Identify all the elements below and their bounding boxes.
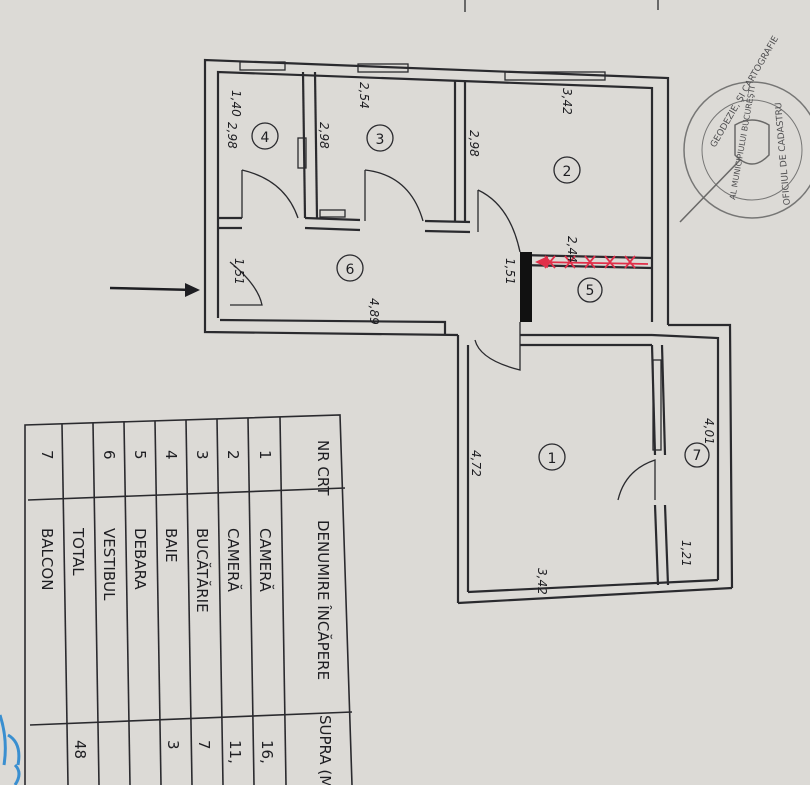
room-number-5: 5 xyxy=(586,283,595,299)
row2-area: 11, xyxy=(226,740,244,764)
stamp-signature-icon xyxy=(679,159,741,223)
dim-room1-height: 4,72 xyxy=(469,450,483,477)
entrance-arrow xyxy=(109,283,200,297)
room-number-7: 7 xyxy=(693,448,702,464)
blue-handwriting-mark xyxy=(0,714,21,785)
plan-dimensions: 1,40 2,98 2,54 2,98 3,42 2,98 2,44 1,51 … xyxy=(225,82,716,595)
plan-doors xyxy=(229,169,656,501)
row4-nr: 4 xyxy=(162,450,180,460)
row1-area: 16, xyxy=(258,740,276,764)
row6-nr: 6 xyxy=(100,450,118,460)
row7-name: TOTAL xyxy=(69,527,87,576)
room-number-4: 4 xyxy=(261,130,270,146)
dim-room6-height: 1,51 xyxy=(232,258,246,285)
row4-name: BAIE xyxy=(162,528,180,562)
coat-of-arms-icon xyxy=(734,119,770,165)
row8-name: BALCON xyxy=(38,528,56,590)
dim-room2-height: 2,98 xyxy=(467,130,481,157)
dim-room5-height: 1,51 xyxy=(503,258,517,285)
room-labels: 4 3 2 5 6 1 7 xyxy=(251,122,710,471)
row2-nr: 2 xyxy=(224,450,242,460)
dim-room3-height: 2,98 xyxy=(317,122,331,149)
header-denumire: DENUMIRE ÎNCĂPERE xyxy=(314,520,333,680)
room-table: NR CRT DENUMIRE ÎNCĂPERE SUPRA (M 1 CAME… xyxy=(24,414,353,785)
room-number-2: 2 xyxy=(563,164,572,180)
row8-nr: 7 xyxy=(38,450,56,460)
demolition-marks-icon xyxy=(535,255,649,269)
plan-walls xyxy=(203,58,734,605)
dim-room6-width: 4,89 xyxy=(367,298,381,325)
row3-area: 7 xyxy=(195,740,213,750)
row7-area: 48 xyxy=(71,740,89,759)
dim-room4-width: 1,40 xyxy=(229,90,243,117)
dim-room2-width: 3,42 xyxy=(560,88,574,115)
row6-name: VESTIBUL xyxy=(100,528,118,601)
dim-room3-width: 2,54 xyxy=(357,82,371,109)
room-number-6: 6 xyxy=(346,262,355,278)
room-number-1: 1 xyxy=(548,451,557,467)
dim-room7-width: 1,21 xyxy=(679,540,693,567)
dim-room5-width: 2,44 xyxy=(565,236,579,263)
row2-name: CAMERĂ xyxy=(224,528,243,593)
room-number-3: 3 xyxy=(376,132,385,148)
partition-wall-highlight xyxy=(520,252,532,322)
row5-nr: 5 xyxy=(131,450,149,460)
row3-name: BUCĂTĂRIE xyxy=(193,528,212,613)
dim-room4-height: 2,98 xyxy=(225,122,239,149)
row5-name: DEBARA xyxy=(131,528,149,590)
row4-area: 3 xyxy=(164,740,182,750)
row1-name: CAMERĂ xyxy=(256,528,275,593)
header-nr: NR CRT xyxy=(314,440,332,496)
header-suprafata: SUPRA (M xyxy=(316,715,334,785)
row3-nr: 3 xyxy=(193,450,211,460)
dim-room7-height: 4,01 xyxy=(702,418,716,445)
dim-room1-width: 3,42 xyxy=(535,568,549,595)
row1-nr: 1 xyxy=(256,450,274,460)
